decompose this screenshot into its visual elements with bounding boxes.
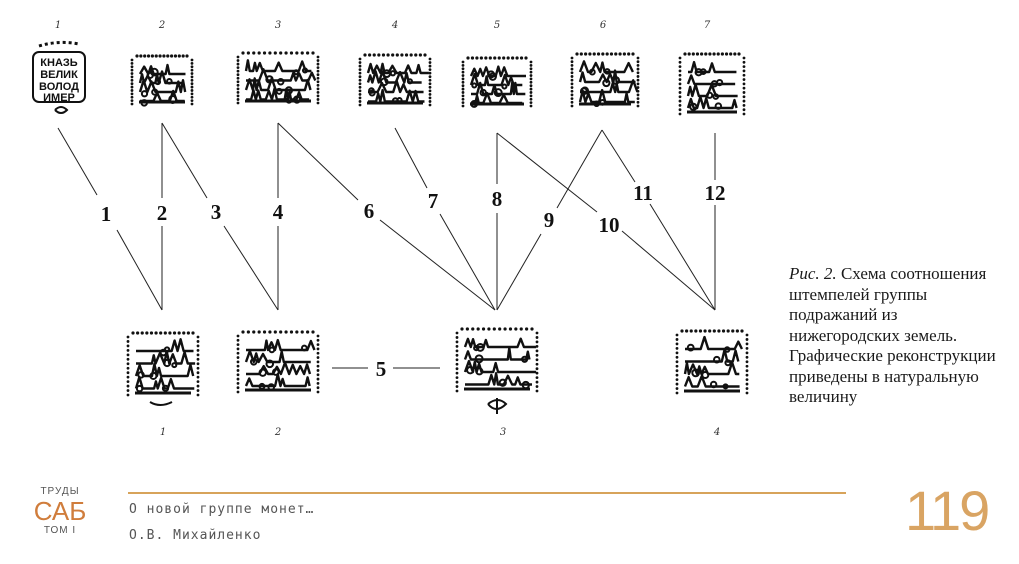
series-bottom: ТОМ I	[43, 525, 77, 536]
svg-text:КНАЗЬ: КНАЗЬ	[40, 57, 77, 69]
connection-label-4: 4	[273, 200, 284, 224]
connection-label-6: 6	[364, 199, 375, 223]
running-author: О.В. Михайленко	[129, 528, 262, 543]
stamp-ornament	[149, 401, 173, 406]
connection-label-11: 11	[633, 181, 653, 205]
svg-text:ИМЕР: ИМЕР	[43, 92, 75, 104]
top-stamp-2	[130, 54, 194, 107]
bottom-stamp-label-2: 2	[274, 427, 281, 438]
connection-label-2: 2	[157, 201, 168, 225]
figure-caption-text: Схема соотношения штемпелей группы подра…	[789, 264, 996, 406]
connection-label-1: 1	[101, 202, 112, 226]
running-title: О новой группе монет…	[129, 502, 315, 517]
connection-label-9: 9	[544, 208, 555, 232]
bottom-stamp-2	[236, 330, 320, 394]
top-stamp-label-1: 1	[55, 20, 61, 31]
svg-text:ВЕЛИК: ВЕЛИК	[40, 69, 78, 81]
bottom-stamp-label-1: 1	[160, 427, 166, 438]
stamp-ornament	[487, 398, 508, 414]
bottom-stamp-3	[455, 327, 539, 393]
connection-label-7: 7	[428, 189, 439, 213]
top-stamp-3	[236, 51, 320, 105]
bottom-stamp-4	[675, 329, 749, 395]
top-stamp-label-2: 2	[158, 20, 165, 31]
top-stamp-5	[461, 56, 533, 108]
series-top: ТРУДЫ	[40, 486, 80, 497]
connection-label-8: 8	[492, 187, 503, 211]
connection-label-3: 3	[211, 200, 222, 224]
bottom-stamp-1	[126, 331, 200, 397]
page-number: 119	[905, 479, 990, 542]
figure-label: Рис. 2.	[789, 264, 837, 283]
stamp-labels: 1 2 3 4 5 6 7 1 2 3 4	[55, 20, 720, 438]
top-stamp-7	[678, 52, 746, 116]
top-stamp-label-4: 4	[391, 20, 398, 31]
top-stamp-label-3: 3	[275, 20, 281, 31]
top-stamps-glyphs	[130, 51, 746, 116]
top-stamp-label-6: 6	[600, 20, 607, 31]
connection-label-12: 12	[705, 181, 726, 205]
bottom-stamps-glyphs	[126, 327, 749, 414]
figure-caption: Рис. 2. Схема соотношения штемпелей груп…	[789, 264, 1004, 408]
series-logo: ТРУДЫ САБ ТОМ I	[30, 486, 90, 536]
top-stamp-label-5: 5	[494, 20, 500, 31]
top-stamp-label-7: 7	[704, 20, 711, 31]
svg-text:ВОЛОД: ВОЛОД	[39, 81, 79, 93]
top-stamp-6	[570, 52, 640, 108]
series-main: САБ	[33, 496, 87, 526]
top-stamp-4	[358, 53, 432, 107]
footer-divider	[128, 492, 846, 494]
connection-label-10: 10	[599, 213, 620, 237]
connection-label-5: 5	[376, 357, 387, 381]
bottom-stamp-label-4: 4	[713, 427, 720, 438]
connection-lines	[57, 122, 716, 369]
bottom-stamp-label-3: 3	[500, 427, 506, 438]
top-stamp-1: КНАЗЬ ВЕЛИК ВОЛОД ИМЕР	[32, 40, 86, 114]
